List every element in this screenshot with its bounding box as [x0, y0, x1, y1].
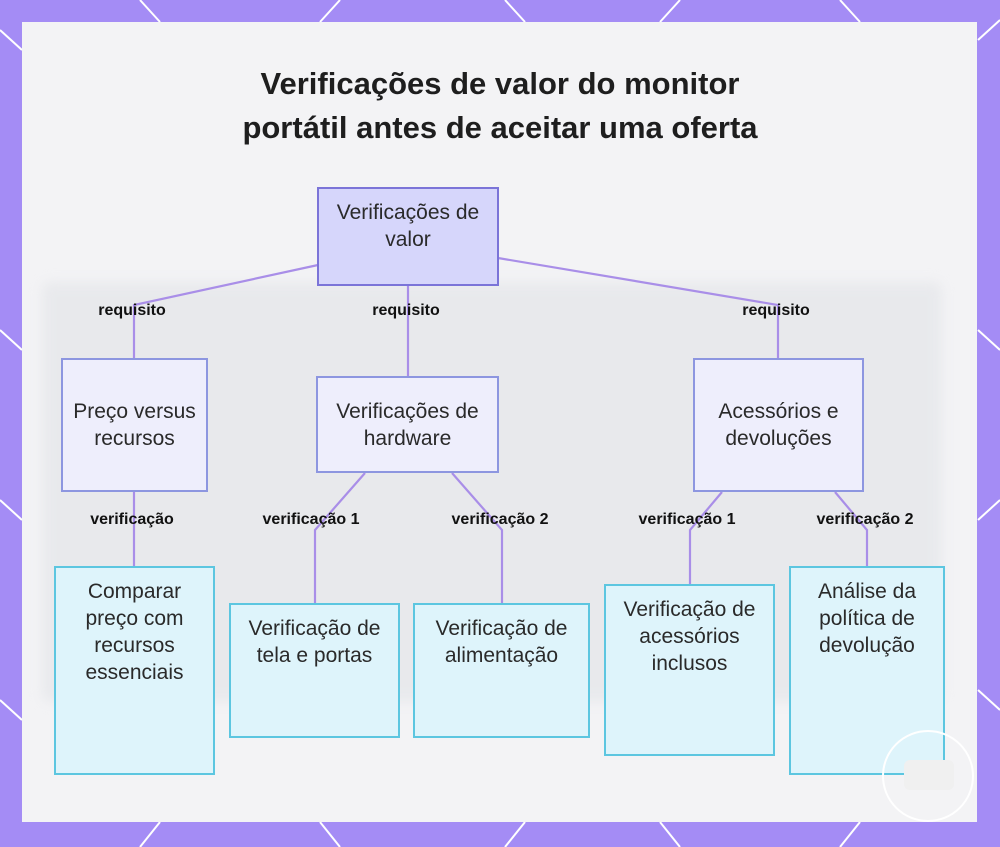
- node-accessories: Acessórios e devoluções: [693, 358, 864, 492]
- edge-acc-included: [688, 491, 723, 585]
- edge-label-req-center: requisito: [372, 302, 440, 319]
- node-returns-label: Análise da política de devolução: [817, 580, 917, 657]
- node-accessories-label: Acessórios e devoluções: [718, 400, 839, 450]
- edge-label-req-right: requisito: [742, 302, 810, 319]
- node-power-label: Verificação de alimentação: [435, 617, 568, 667]
- node-power: Verificação de alimentação: [413, 603, 590, 738]
- edge-hardware-screen: [313, 472, 366, 604]
- node-root: Verificações de valor: [317, 187, 499, 286]
- title-line-1: Verificações de valor do monitor: [260, 66, 740, 101]
- node-hardware-label: Verificações de hardware: [336, 399, 479, 450]
- edge-acc-returns: [834, 491, 869, 567]
- node-price-label: Preço versus recursos: [73, 400, 196, 450]
- node-compare: Comparar preço com recursos essenciais: [54, 566, 215, 775]
- node-screen: Verificação de tela e portas: [229, 603, 400, 738]
- edge-hardware-power: [451, 472, 504, 604]
- node-compare-label: Comparar preço com recursos essenciais: [85, 580, 184, 684]
- node-root-label: Verificações de valor: [336, 201, 480, 251]
- edge-label-check-price: verificação: [90, 511, 174, 528]
- node-hardware: Verificações de hardware: [316, 376, 499, 473]
- edge-root-accessories: [497, 256, 780, 359]
- title-line-2: portátil antes de aceitar uma oferta: [242, 110, 758, 145]
- edge-label-check-hw-1: verificação 1: [262, 511, 360, 528]
- watermark-circle: [882, 730, 974, 822]
- node-screen-label: Verificação de tela e portas: [248, 617, 381, 667]
- edge-label-check-acc-1: verificação 1: [638, 511, 736, 528]
- edge-label-check-hw-2: verificação 2: [451, 511, 549, 528]
- edge-root-price: [132, 263, 319, 359]
- node-included: Verificação de acessórios inclusos: [604, 584, 775, 756]
- edge-label-check-acc-2: verificação 2: [816, 511, 914, 528]
- node-included-label: Verificação de acessórios inclusos: [623, 598, 756, 675]
- edge-label-req-left: requisito: [98, 302, 166, 319]
- diagram-title: Verificações de valor do monitor portáti…: [0, 62, 1000, 150]
- node-price: Preço versus recursos: [61, 358, 208, 492]
